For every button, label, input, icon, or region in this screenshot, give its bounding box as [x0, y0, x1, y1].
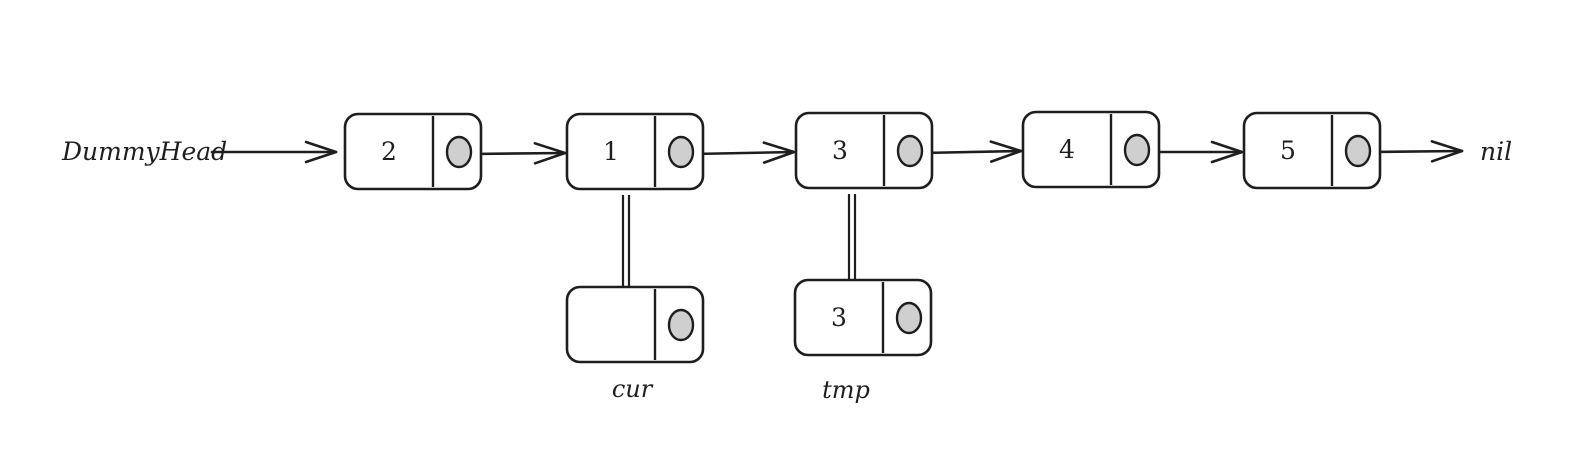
head-label: DummyHead [61, 137, 227, 166]
edges [210, 140, 1464, 165]
list-node-4: 4 [1021, 110, 1161, 189]
aux-links [621, 194, 857, 289]
tail-label: nil [1480, 137, 1512, 166]
node-box [565, 285, 705, 364]
node-value: 2 [381, 137, 397, 166]
next-arrow-2 [691, 141, 796, 164]
next-pointer-dot [896, 134, 924, 168]
node-value: 1 [603, 137, 619, 166]
next-pointer-dot [1344, 134, 1372, 168]
aux-labels: cur tmp [612, 375, 870, 404]
next-pointer-dot [445, 135, 473, 169]
list-node-1: 2 [343, 112, 483, 191]
aux-label-cur: cur [612, 375, 654, 403]
aux-label-tmp: tmp [822, 376, 870, 404]
node-value: 4 [1059, 135, 1075, 164]
tail-arrow [1368, 140, 1464, 163]
next-arrow-1 [469, 142, 567, 165]
aux-node-tmp: 3 [793, 278, 933, 357]
node-box [794, 111, 934, 190]
node-box [793, 278, 933, 357]
list-node-5: 5 [1242, 111, 1382, 190]
node-box [1021, 110, 1161, 189]
nodes: 2 1 3 4 5 3 [343, 110, 1382, 364]
node-value: 3 [832, 136, 848, 165]
node-box [343, 112, 483, 191]
next-pointer-dot [667, 135, 695, 169]
aux-node-cur [565, 285, 705, 364]
node-box [565, 112, 705, 191]
list-node-2: 1 [565, 112, 705, 191]
next-pointer-dot [895, 301, 923, 335]
next-arrow-3 [920, 140, 1023, 163]
node-box [1242, 111, 1382, 190]
node-value: 5 [1280, 136, 1296, 165]
list-node-3: 3 [794, 111, 934, 190]
node-value: 3 [831, 303, 847, 332]
next-pointer-dot [667, 308, 695, 342]
next-pointer-dot [1123, 133, 1151, 167]
